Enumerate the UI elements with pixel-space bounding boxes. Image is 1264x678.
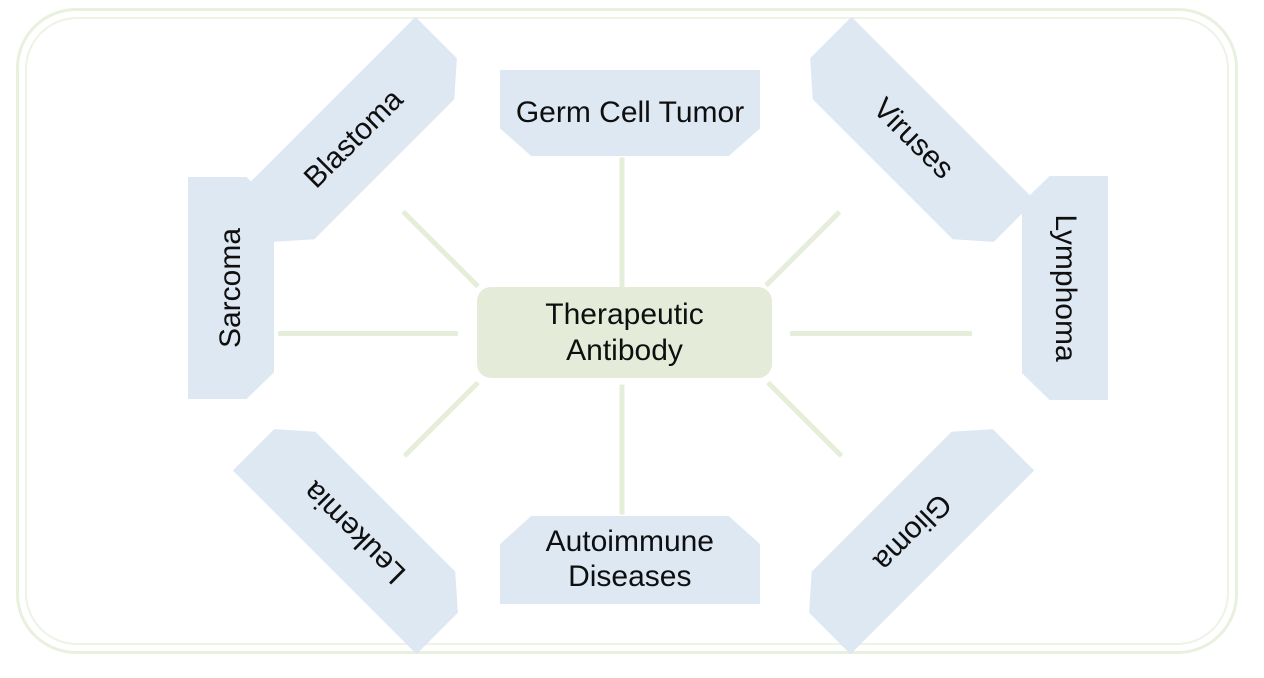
node-label-lymphoma: Lymphoma: [1048, 214, 1082, 362]
frame-border-inner: [25, 17, 1229, 645]
node-therapeutic-antibody[interactable]: Therapeutic Antibody: [477, 287, 772, 378]
connector-center-to-sarcoma: [278, 331, 458, 336]
node-autoimmune-diseases[interactable]: Autoimmune Diseases: [500, 516, 760, 604]
node-germ-cell-tumor[interactable]: Germ Cell Tumor: [500, 70, 760, 156]
node-label-autoimmune-diseases: Autoimmune Diseases: [545, 525, 715, 594]
frame-border-outer: [16, 8, 1238, 654]
node-label-therapeutic-antibody: Therapeutic Antibody: [545, 298, 704, 367]
connector-center-to-autoimmune-diseases: [619, 384, 625, 515]
connector-center-to-germ-cell-tumor: [619, 157, 625, 288]
node-lymphoma[interactable]: Lymphoma: [1022, 176, 1108, 400]
node-label-sarcoma: Sarcoma: [214, 227, 248, 349]
connector-center-to-lymphoma: [790, 331, 972, 336]
node-label-germ-cell-tumor: Germ Cell Tumor: [515, 96, 745, 130]
